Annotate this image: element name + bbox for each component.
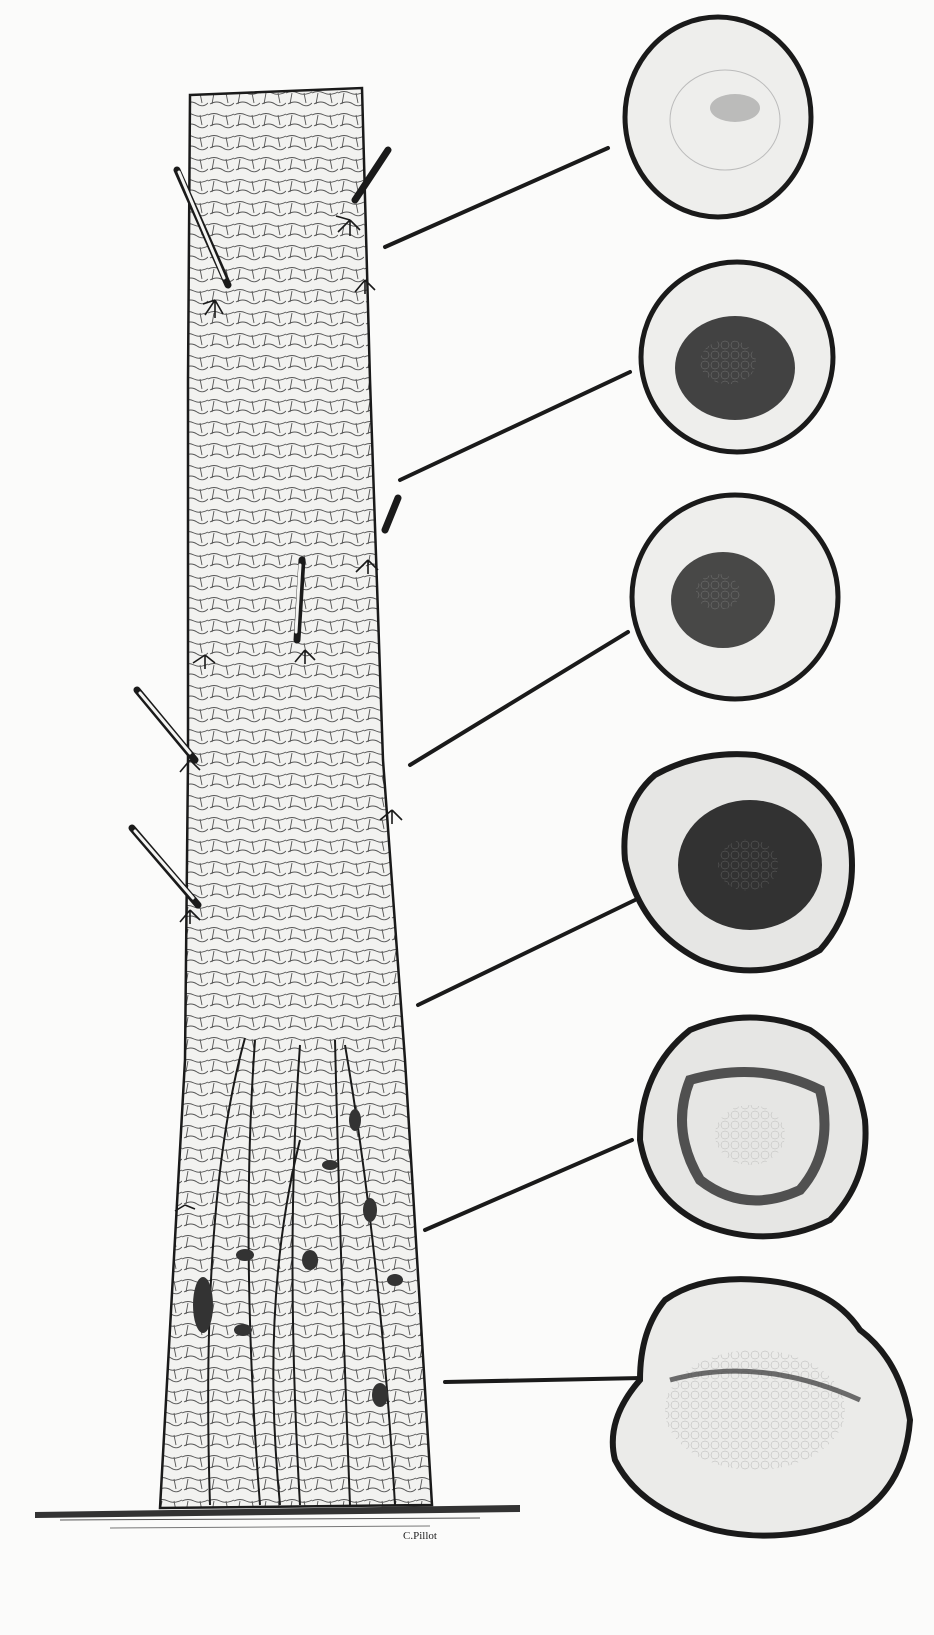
leader-line-1	[385, 148, 608, 247]
leader-line-2	[400, 372, 630, 480]
leader-line-6	[445, 1378, 640, 1382]
cross-section-2	[641, 262, 833, 452]
leader-lines	[385, 148, 640, 1382]
artist-signature: C.Pillot	[403, 1530, 437, 1542]
cross-section-6	[613, 1279, 910, 1535]
cross-section-1	[625, 17, 811, 217]
cross-section-3	[632, 495, 838, 699]
cross-section-4	[624, 754, 852, 970]
cross-section-5	[640, 1018, 866, 1237]
leader-line-3	[410, 632, 628, 765]
leader-line-5	[425, 1140, 632, 1230]
leader-line-4	[418, 900, 635, 1005]
ground	[35, 1505, 520, 1528]
trunk	[132, 88, 432, 1508]
